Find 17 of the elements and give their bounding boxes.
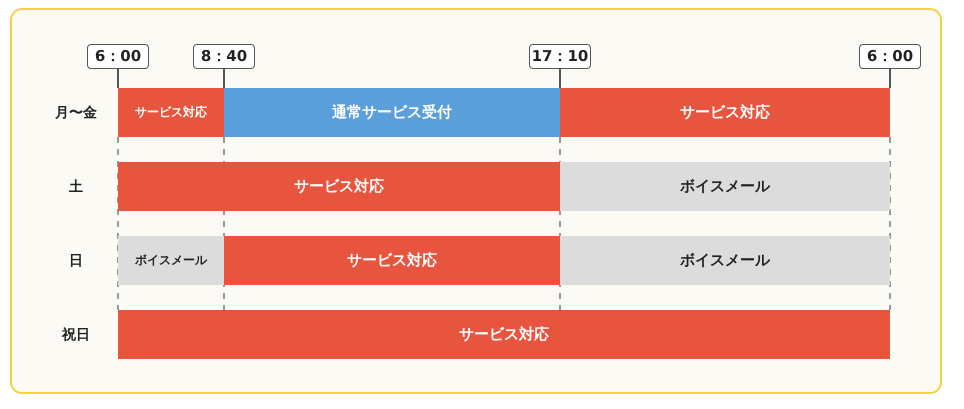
day-label: 月〜金 (55, 104, 97, 122)
day-label: 土 (69, 178, 83, 196)
schedule-bar: ボイスメール (118, 236, 224, 285)
schedule-bar: サービス対応 (118, 310, 890, 359)
schedule-bar: サービス対応 (118, 162, 560, 211)
schedule-bar: サービス対応 (560, 88, 890, 137)
time-label-box: 8：40 (193, 44, 255, 69)
schedule-bar: サービス対応 (118, 88, 224, 137)
day-label: 祝日 (62, 326, 90, 344)
time-label-box: 6：00 (87, 44, 149, 69)
day-label: 日 (69, 252, 83, 270)
schedule-bar: ボイスメール (560, 162, 890, 211)
schedule-bar: サービス対応 (224, 236, 560, 285)
schedule-bar: 通常サービス受付 (224, 88, 560, 137)
time-label-box: 17：10 (529, 44, 591, 69)
time-label-box: 6：00 (859, 44, 921, 69)
schedule-bar: ボイスメール (560, 236, 890, 285)
